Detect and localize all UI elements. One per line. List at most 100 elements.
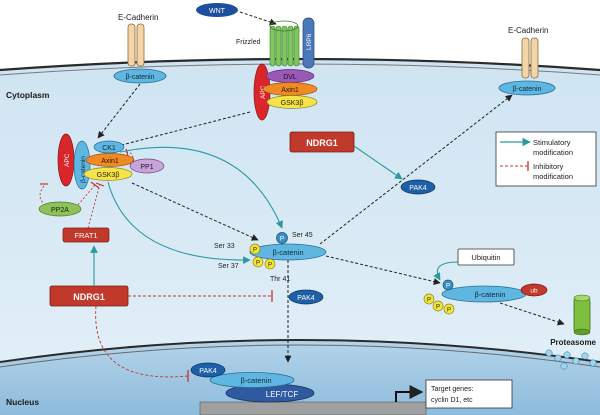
pp2a-complex — [38, 201, 82, 217]
frizzled-receptor — [269, 25, 300, 67]
proteasome — [573, 294, 591, 336]
ser45-label: Ser 45 — [292, 232, 313, 239]
ubiquitin-stimulation — [433, 261, 459, 281]
phospho-thr41 — [264, 258, 276, 270]
ndrg1-pak4-stimulation — [353, 145, 403, 180]
axin1-receptor-label: Axin1 — [281, 87, 299, 94]
phospho-degradation-3-label: P — [436, 305, 440, 311]
pp2a-apc-inhibition — [39, 185, 45, 205]
legend-stimulatory-label-2: modification — [533, 148, 573, 157]
wnt-to-frizzled-arrow — [239, 11, 277, 26]
apc-receptor-label: APC — [260, 85, 267, 99]
legend-box — [495, 131, 597, 187]
legend-stimulatory-label-1: Stimulatory — [533, 138, 571, 147]
thr41-label: Thr 41 — [270, 276, 290, 283]
gsk3b-complex-label: GSK3β — [97, 172, 120, 179]
pak4-nuclear-label: PAK4 — [199, 368, 216, 375]
beta-catenin-membrane-left — [113, 68, 167, 84]
e-cadherin-right-label: E-Cadherin — [508, 26, 548, 35]
beta-catenin-membrane-right — [498, 80, 556, 96]
pp2a-complex-label: PP2A — [51, 207, 69, 214]
nuclear-membrane-inner — [0, 344, 600, 368]
phospho-ser33 — [249, 243, 261, 255]
frizzled-label: Frizzled — [236, 39, 261, 46]
legend-inhibitory-label-2: modification — [533, 172, 573, 181]
ub-tag — [520, 283, 548, 297]
axin1-complex — [85, 153, 135, 167]
gsk3b-receptor — [266, 95, 318, 109]
beta-catenin-degradation-label: β-catenin — [475, 290, 506, 299]
frat1-gsk3b-inhibition-bar — [95, 182, 105, 187]
peptide-fragments — [545, 349, 597, 370]
proteasome-label: Proteasome — [550, 338, 596, 347]
ndrg1-top-label: NDRG1 — [306, 138, 338, 148]
phospho-ser33-label: P — [253, 248, 257, 254]
ubiquitin-box — [457, 248, 515, 266]
target-genes-line-2: cyclin D1, etc — [431, 397, 473, 404]
target-genes-line-1: Target genes: — [431, 386, 473, 393]
phospho-degradation-4-label: P — [447, 308, 451, 314]
pp2a-gsk3b-inhibition — [77, 184, 96, 206]
pp1-complex-label: PP1 — [140, 164, 153, 171]
apc-complex-label: APC — [64, 153, 71, 167]
beta-catenin-nuclear — [209, 372, 295, 388]
pak4-lower-label: PAK4 — [297, 295, 314, 302]
beta-catenin-to-degradation-arrow — [325, 255, 441, 285]
transcription-arrow — [395, 385, 424, 402]
receptor-to-complex-arrow — [109, 111, 251, 150]
frizzled-loop — [269, 20, 299, 32]
ndrg1-left-label: NDRG1 — [73, 292, 105, 302]
plasma-membrane — [0, 57, 600, 72]
pak4-nuclear — [190, 362, 226, 378]
target-genes-box — [425, 379, 513, 409]
ck1-ser45-stimulation — [119, 146, 283, 229]
ndrg1-nuclear-pak4-inhibition — [95, 305, 189, 378]
phospho-degradation-2-label: P — [427, 298, 431, 304]
e-cadherin-left-label: E-Cadherin — [118, 13, 158, 22]
legend-inhibitory-label-1: Inhibitory — [533, 162, 564, 171]
phospho-degradation-1-label: P — [446, 284, 450, 290]
ck1-complex-label: CK1 — [102, 145, 116, 152]
gsk3b-phosphorylation-stimulation — [107, 181, 251, 264]
pak4-lower — [288, 289, 324, 305]
ser37-label: Ser 37 — [218, 263, 239, 270]
ub-label: ub — [530, 288, 538, 295]
frat1-label: FRAT1 — [74, 231, 97, 240]
e-cadherin-right — [521, 37, 539, 79]
pak4-middle-label: PAK4 — [409, 185, 426, 192]
ubiquitin-label: Ubiquitin — [471, 253, 500, 262]
lef-tcf-label: LEF/TCF — [266, 390, 299, 399]
phospho-ser45 — [276, 232, 288, 244]
wnt-label: WNT — [209, 8, 226, 15]
beta-catenin-complex-label: β-catenin — [80, 156, 87, 183]
beta-catenin-central-label: β-catenin — [273, 248, 304, 257]
plasma-membrane-inner — [0, 63, 600, 76]
beta-catenin-to-membrane-arrow — [319, 94, 513, 245]
complex-to-beta-catenin-arrow — [131, 182, 259, 241]
phospho-ser37-label: P — [256, 261, 260, 267]
wnt-ligand — [196, 3, 238, 17]
phospho-ser37 — [252, 256, 264, 268]
phospho-degradation-1 — [442, 279, 454, 291]
axin1-complex-label: Axin1 — [101, 158, 119, 165]
gsk3b-receptor-label: GSK3β — [281, 100, 304, 107]
pak4-middle — [400, 179, 436, 195]
ndrg1-top-box — [289, 131, 355, 153]
lrp6-label: LRP6 — [306, 33, 313, 50]
cadherin-to-complex-arrow — [97, 83, 141, 139]
nucleus-label: Nucleus — [6, 397, 39, 407]
pp1-ck1-inhibition-bar — [125, 148, 129, 157]
beta-catenin-membrane-left-label: β-catenin — [126, 74, 155, 81]
beta-catenin-nuclear-label: β-catenin — [241, 376, 272, 385]
dna-strand — [199, 401, 427, 415]
gsk3b-complex — [83, 167, 133, 181]
phospho-degradation-3 — [432, 300, 444, 312]
cytoplasm-label: Cytoplasm — [6, 90, 50, 100]
to-proteasome-arrow — [499, 302, 565, 326]
ser33-label: Ser 33 — [214, 243, 235, 250]
e-cadherin-left — [127, 23, 145, 67]
phospho-ser45-label: P — [280, 236, 284, 243]
phospho-degradation-4 — [443, 303, 455, 315]
